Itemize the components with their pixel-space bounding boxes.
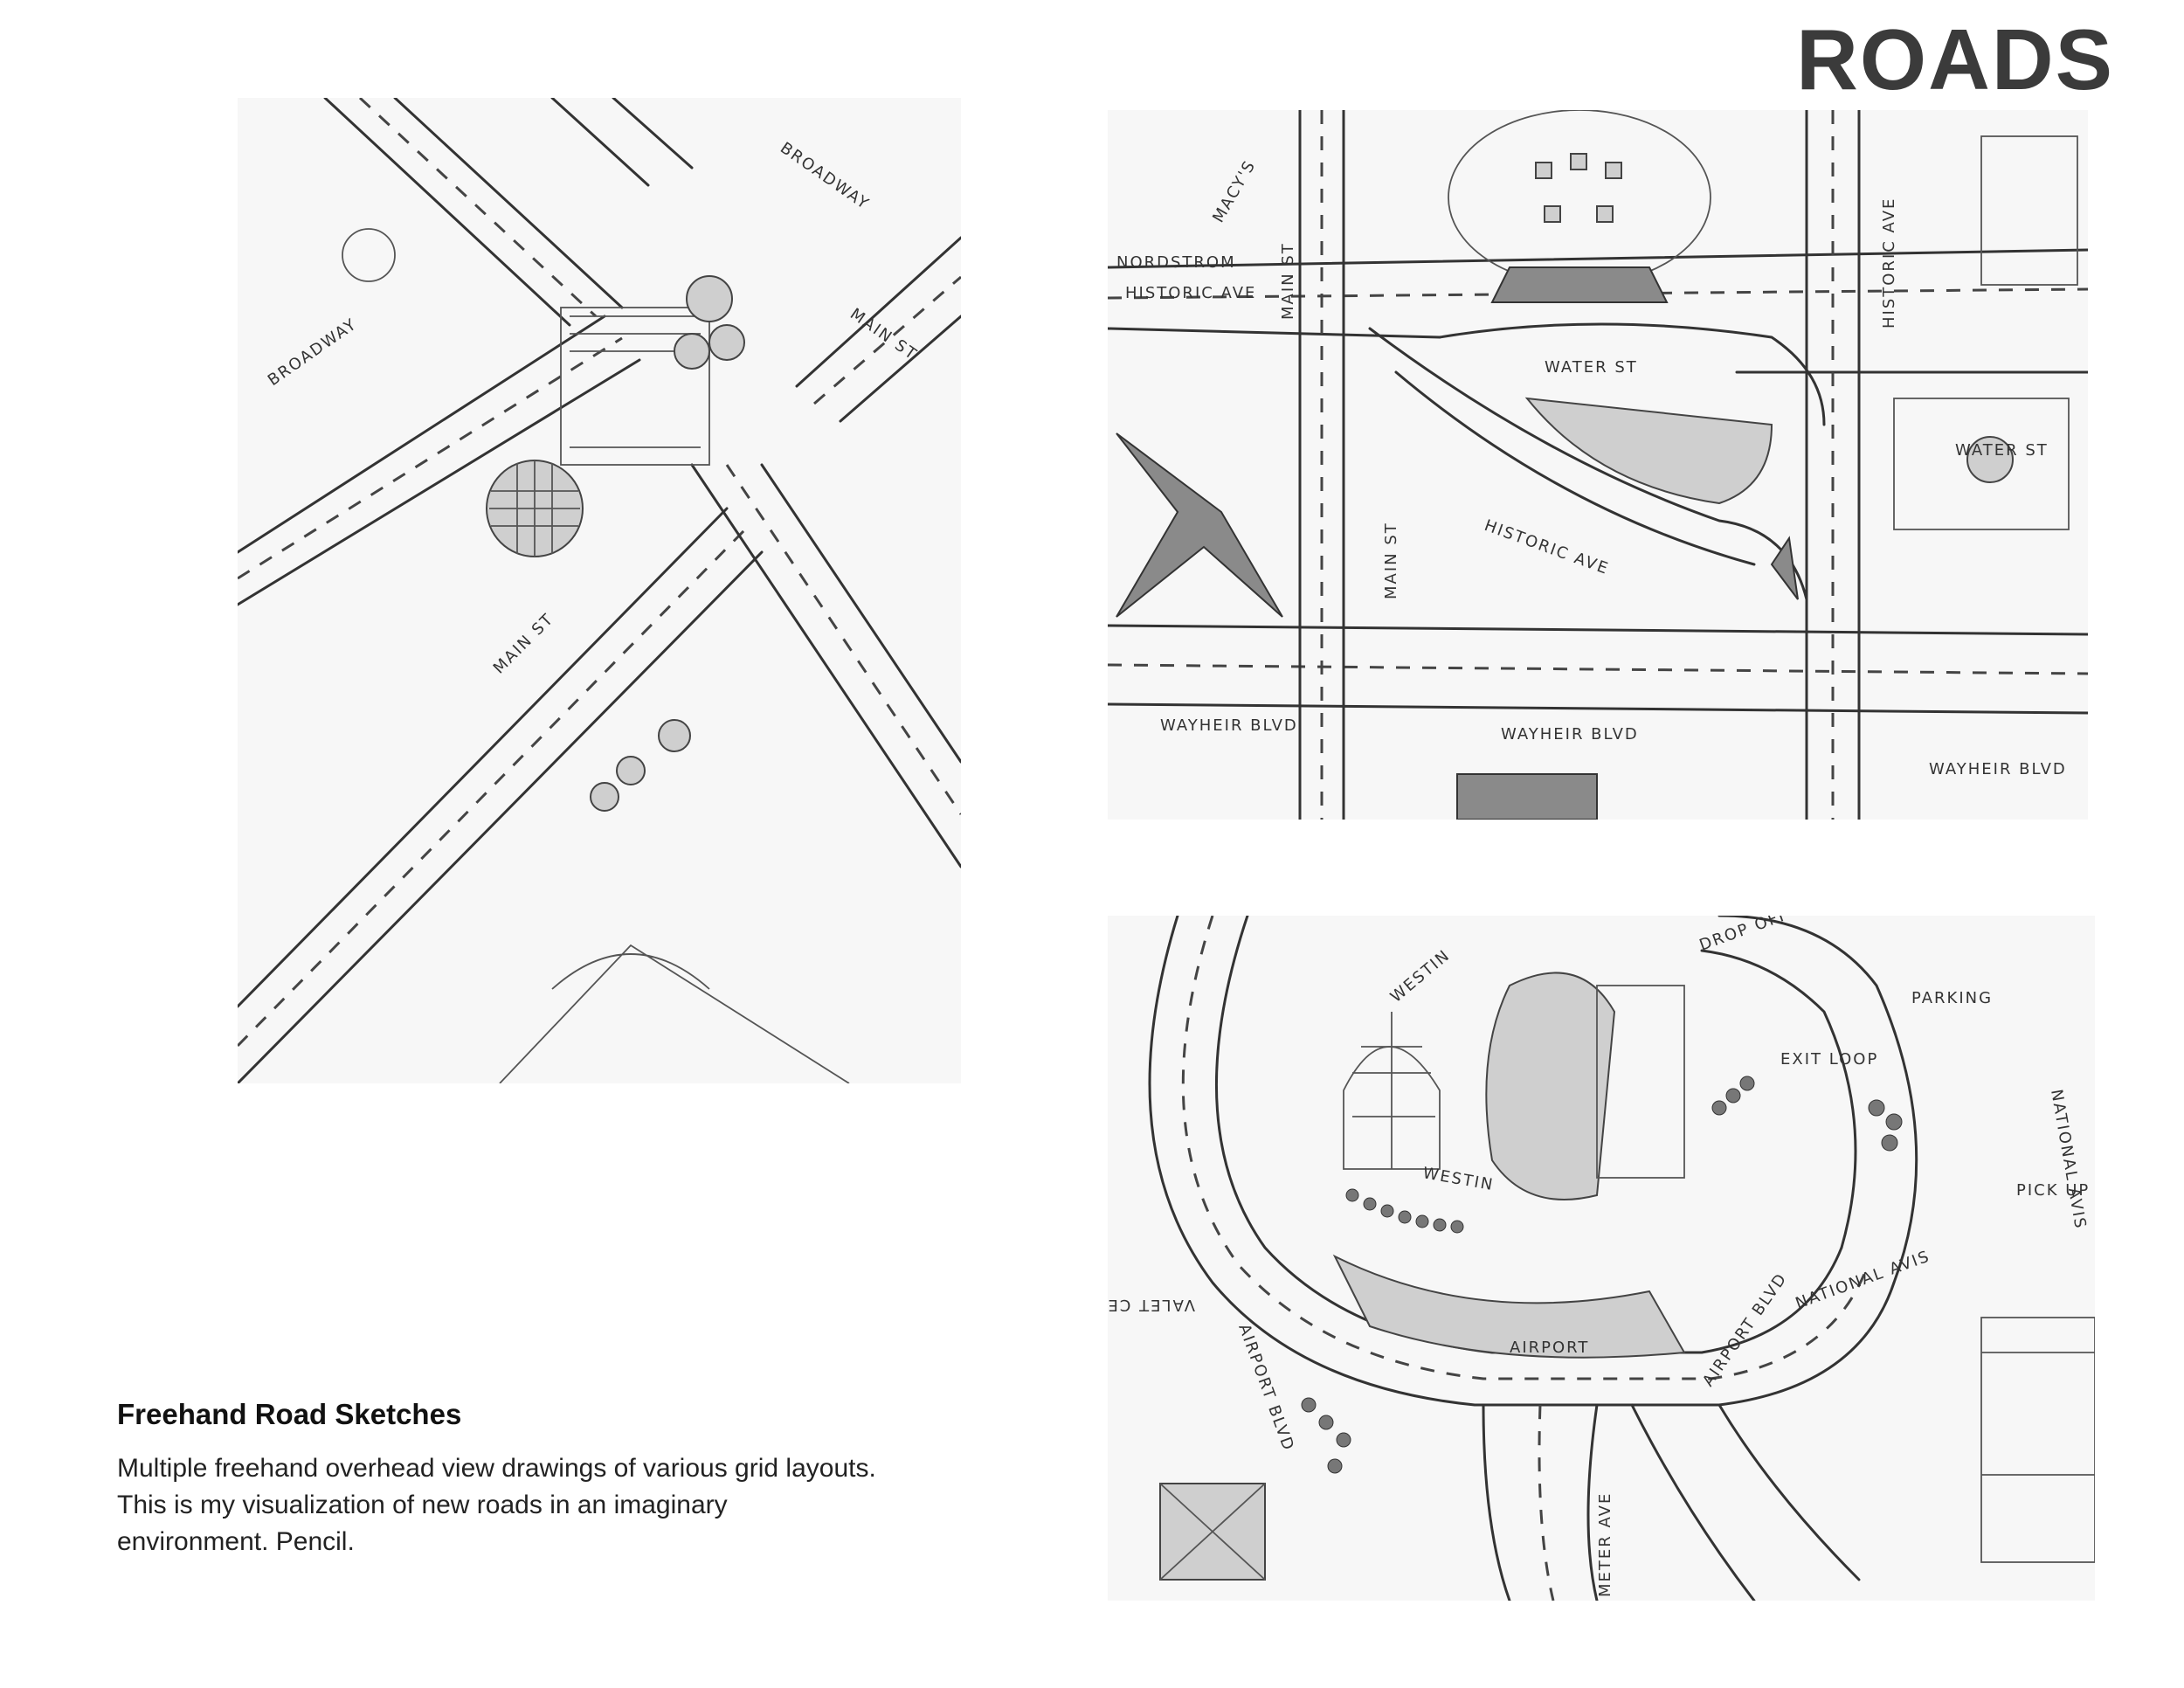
caption-block: Freehand Road Sketches Multiple freehand… [117, 1398, 886, 1560]
street-label: MAIN ST [847, 305, 921, 364]
street-label: WAYHEIR BLVD [1929, 760, 2067, 778]
place-label: PARKING [1911, 989, 1993, 1007]
street-label: WATER ST [1955, 441, 2049, 460]
airport-drawing: WESTIN WESTIN AIRPORT BLVD AIRPORT BLVD … [1108, 916, 2095, 1601]
street-label: MAIN ST [490, 610, 558, 678]
street-label: BROADWAY [777, 139, 873, 214]
street-label: WATER ST [1545, 358, 1638, 377]
road-sketch-intersection: BROADWAY BROADWAY MAIN ST MAIN ST [238, 98, 961, 1083]
street-label: WAYHEIR BLVD [1160, 716, 1298, 735]
place-label: VALET CENTER [1108, 1296, 1195, 1314]
caption-heading: Freehand Road Sketches [117, 1398, 462, 1430]
city-grid-drawing: HISTORIC AVE HISTORIC AVE HISTORIC AVE M… [1108, 110, 2088, 820]
store-label: MACY'S [1209, 156, 1260, 225]
place-label: EXIT LOOP [1780, 1050, 1878, 1069]
place-label: WESTIN [1421, 1164, 1496, 1194]
street-label: WAYHEIR BLVD [1501, 725, 1639, 744]
street-label: AIRPORT BLVD [1234, 1322, 1297, 1455]
street-label: MAIN ST [1279, 242, 1297, 320]
place-label: AIRPORT [1510, 1339, 1589, 1357]
page-title: ROADS [1796, 11, 2114, 107]
place-label: PICK UP [2016, 1181, 2090, 1200]
place-label: DROP OFF & PICK UP [1697, 916, 1887, 955]
caption-body: Multiple freehand overhead view drawings… [117, 1454, 876, 1556]
place-label: WESTIN [1387, 946, 1455, 1007]
street-label: HISTORIC AVE [1482, 516, 1612, 578]
street-label: MAIN ST [1382, 522, 1400, 599]
street-label: BROADWAY [265, 315, 361, 390]
street-label: METER AVE [1596, 1492, 1614, 1597]
place-label: NATIONAL AVIS [1794, 1247, 1933, 1312]
road-sketch-airport: WESTIN WESTIN AIRPORT BLVD AIRPORT BLVD … [1108, 916, 2095, 1601]
intersection-drawing: BROADWAY BROADWAY MAIN ST MAIN ST [238, 98, 961, 1083]
street-label: HISTORIC AVE [1125, 284, 1256, 302]
place-label: NATIONAL AVIS [2047, 1088, 2090, 1231]
street-label: HISTORIC AVE [1880, 197, 1898, 329]
store-label: NORDSTROM [1116, 253, 1236, 272]
road-sketch-city-grid: HISTORIC AVE HISTORIC AVE HISTORIC AVE M… [1108, 110, 2088, 820]
